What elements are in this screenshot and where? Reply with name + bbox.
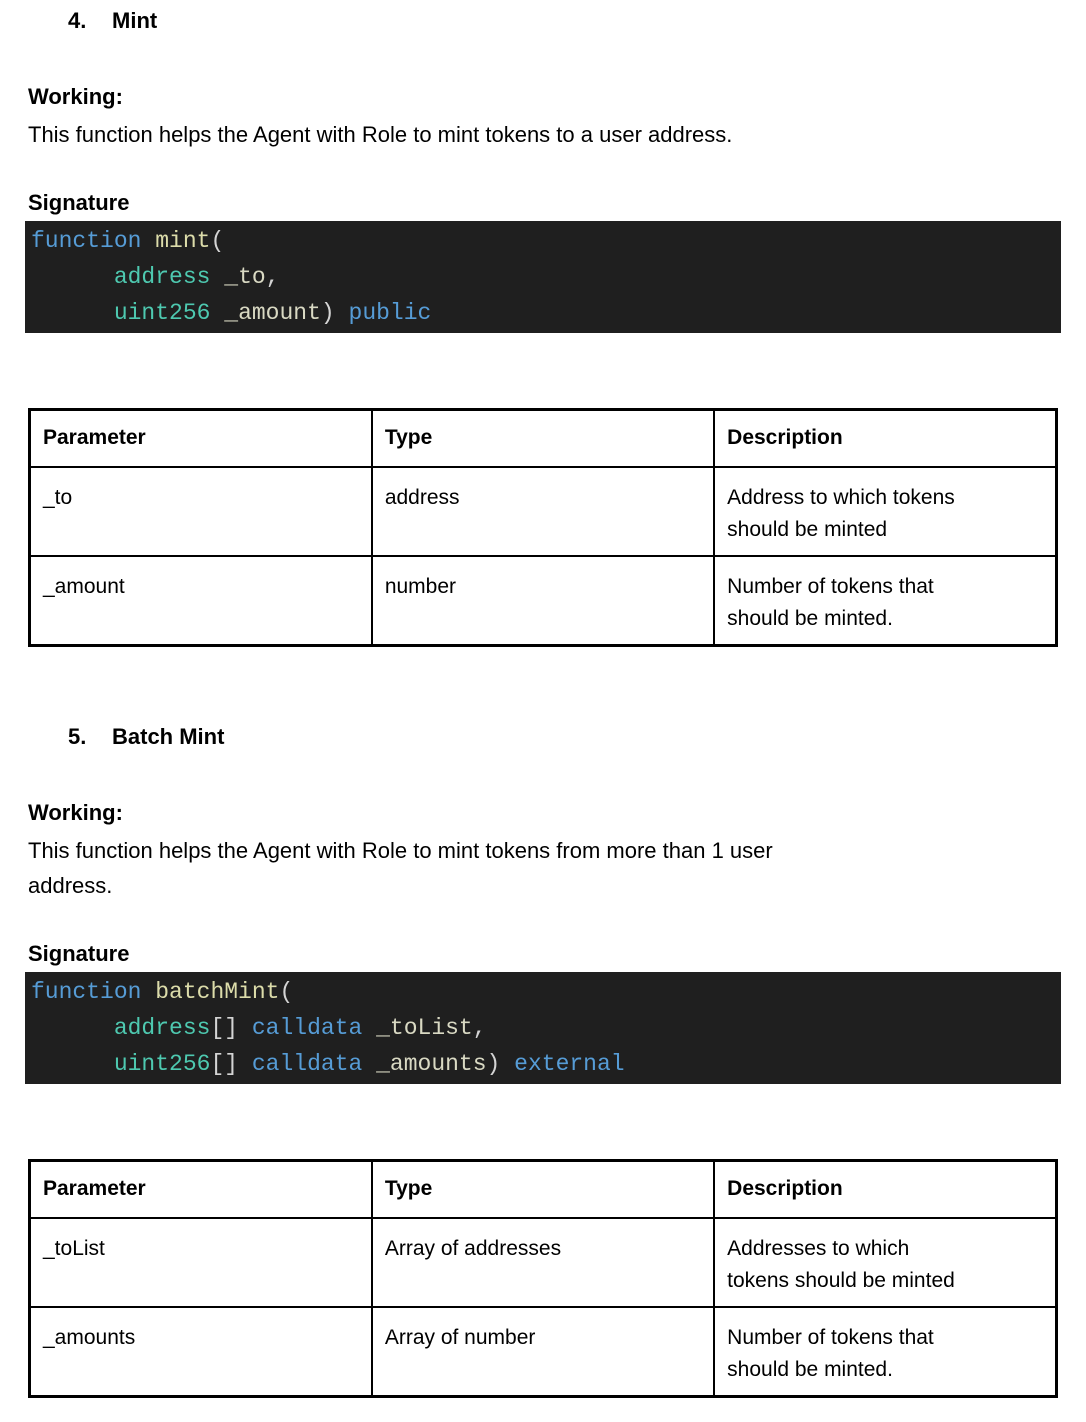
- code-token-param: _amounts: [376, 1051, 487, 1077]
- heading-title: Batch Mint: [112, 724, 225, 749]
- code-block-mint: function mint( address _to, uint256 _amo…: [25, 221, 1061, 333]
- table-cell: _amount: [28, 555, 373, 647]
- code-token-plain: [500, 1051, 514, 1077]
- signature-label: Signature: [28, 190, 130, 215]
- code-token-plain: [31, 300, 114, 326]
- working-text: This function helps the Agent with Role …: [28, 122, 733, 147]
- code-token-punct: (: [210, 228, 225, 254]
- table-cell: Address to which tokens should be minted: [713, 466, 1058, 557]
- section-heading: 5. Batch Mint: [68, 724, 1058, 750]
- table-cell: Addresses to which tokens should be mint…: [713, 1217, 1058, 1308]
- code-line: function batchMint(: [31, 974, 1053, 1010]
- code-token-function: mint: [155, 228, 211, 254]
- signature-label: Signature: [28, 941, 130, 966]
- code-token-plain: [210, 300, 224, 326]
- code-token-keyword: function: [31, 228, 142, 254]
- code-token-param: _to: [224, 264, 266, 290]
- working-text: This function helps the Agent with Role …: [28, 838, 773, 898]
- code-line: uint256[] calldata _amounts) external: [31, 1046, 1053, 1082]
- table-cell: address: [370, 466, 716, 557]
- code-token-keyword: calldata: [251, 1051, 363, 1077]
- code-token-keyword: external: [514, 1051, 625, 1077]
- code-token-keyword: calldata: [251, 1015, 363, 1041]
- table-cell: Number of tokens that should be minted.: [713, 1306, 1058, 1398]
- table-header-cell: Parameter: [28, 408, 373, 468]
- code-token-punct: ): [486, 1051, 501, 1077]
- section-mint: 4. Mint Working: This function helps the…: [25, 8, 1061, 647]
- section-heading: 4. Mint: [68, 8, 1058, 34]
- code-line: function mint(: [31, 223, 1053, 259]
- code-token-type: address: [113, 1015, 211, 1041]
- code-token-plain: [31, 264, 114, 290]
- code-line: address _to,: [31, 259, 1053, 295]
- code-token-keyword: function: [31, 979, 142, 1005]
- table-header-cell: Description: [713, 408, 1058, 468]
- code-token-plain: [210, 264, 224, 290]
- code-token-type: uint256: [113, 1051, 211, 1077]
- code-token-punct: ,: [265, 264, 280, 290]
- code-token-punct: []: [210, 1051, 239, 1077]
- code-token-type: address: [113, 264, 211, 290]
- table-cell: _toList: [28, 1217, 373, 1308]
- table-cell: number: [370, 555, 716, 647]
- code-token-punct: ): [320, 300, 335, 326]
- table-cell: _amounts: [28, 1306, 373, 1398]
- code-token-param: _toList: [376, 1015, 473, 1041]
- working-label: Working:: [28, 800, 123, 825]
- code-token-plain: [335, 300, 349, 326]
- table-header-cell: Description: [713, 1159, 1058, 1219]
- code-token-function: batchMint: [155, 979, 280, 1005]
- code-token-keyword: public: [348, 300, 432, 326]
- code-token-punct: ,: [472, 1015, 487, 1041]
- code-token-plain: [362, 1015, 376, 1041]
- code-token-plain: [31, 1051, 114, 1077]
- code-line: uint256 _amount) public: [31, 295, 1053, 331]
- code-token-punct: []: [210, 1015, 239, 1041]
- section-batch-mint: 5. Batch Mint Working: This function hel…: [25, 724, 1061, 1398]
- table-header-cell: Type: [370, 408, 716, 468]
- code-token-plain: [238, 1051, 252, 1077]
- code-token-param: _amount: [224, 300, 321, 326]
- code-line: address[] calldata _toList,: [31, 1010, 1053, 1046]
- code-token-plain: [238, 1015, 252, 1041]
- table-header-cell: Type: [370, 1159, 716, 1219]
- working-label: Working:: [28, 84, 123, 109]
- code-token-plain: [141, 228, 155, 254]
- code-token-plain: [31, 1015, 114, 1041]
- heading-title: Mint: [112, 8, 158, 33]
- table-cell: Array of number: [370, 1306, 716, 1398]
- table-header-cell: Parameter: [28, 1159, 373, 1219]
- code-block-batch-mint: function batchMint( address[] calldata _…: [25, 972, 1061, 1084]
- heading-number: 4.: [68, 8, 87, 33]
- code-token-plain: [362, 1051, 376, 1077]
- code-token-plain: [141, 979, 155, 1005]
- code-token-type: uint256: [113, 300, 211, 326]
- code-token-punct: (: [279, 979, 294, 1005]
- heading-number: 5.: [68, 724, 87, 749]
- table-cell: _to: [28, 466, 373, 557]
- table-cell: Array of addresses: [370, 1217, 716, 1308]
- table-cell: Number of tokens that should be minted.: [713, 555, 1058, 647]
